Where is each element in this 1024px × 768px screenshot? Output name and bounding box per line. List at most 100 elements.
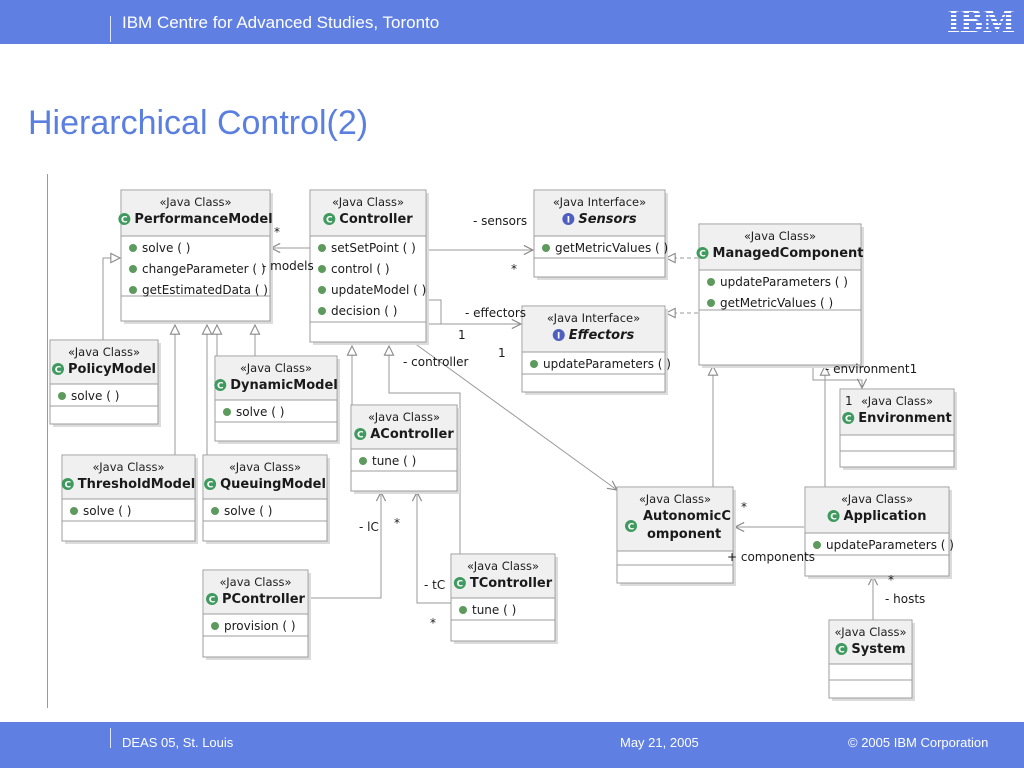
header-title: IBM Centre for Advanced Studies, Toronto	[122, 13, 440, 32]
association-pcontroller-ic	[309, 492, 381, 599]
class-icon	[204, 478, 217, 490]
method-dot	[459, 606, 467, 614]
association-effectors-self	[427, 299, 442, 325]
method-queuing-model-0[interactable]: solve ( )	[224, 504, 272, 518]
class-icon	[842, 412, 855, 424]
class-name: AController	[370, 427, 454, 442]
icon-glyph: I	[557, 332, 560, 342]
label-models: - models	[262, 259, 314, 273]
class-header	[523, 307, 664, 352]
method-acontroller-0[interactable]: tune ( )	[372, 454, 416, 468]
ibm-logo: IBM	[944, 3, 1018, 39]
class-icon	[354, 428, 367, 440]
stereotype-label: «Java Class»	[861, 394, 933, 408]
class-name-cont: omponent	[647, 527, 721, 542]
method-pcontroller-0[interactable]: provision ( )	[224, 619, 296, 633]
method-performance-model-0[interactable]: solve ( )	[142, 241, 190, 255]
class-icon	[206, 593, 219, 605]
icon-glyph: C	[209, 596, 216, 606]
footer-date: May 21, 2005	[620, 735, 699, 750]
stereotype-label: «Java Class»	[240, 361, 312, 375]
class-header	[63, 456, 194, 499]
icon-glyph: C	[121, 216, 128, 226]
icon-glyph: C	[457, 580, 464, 590]
label-ic: - lC	[359, 520, 379, 534]
label-effectors-one-a: 1	[458, 328, 466, 342]
method-dynamic-model-0[interactable]: solve ( )	[236, 405, 284, 419]
label-controller: - controller	[403, 355, 468, 369]
method-dot	[318, 265, 326, 273]
icon-glyph: C	[64, 481, 71, 491]
class-icon	[696, 247, 709, 259]
class-name: ThresholdModel	[78, 477, 195, 492]
label-tc-star: *	[430, 616, 436, 630]
method-dot	[359, 457, 367, 465]
header-separator	[110, 16, 111, 42]
method-application-0[interactable]: updateParameters ( )	[826, 538, 954, 552]
stereotype-label: «Java Class»	[92, 460, 164, 474]
icon-glyph: C	[357, 431, 364, 441]
association-controller	[409, 339, 617, 490]
label-hosts: - hosts	[885, 592, 925, 606]
icon-glyph: C	[699, 250, 706, 260]
stereotype-label: «Java Class»	[639, 492, 711, 506]
method-performance-model-2[interactable]: getEstimatedData ( )	[142, 283, 268, 297]
method-controller-3[interactable]: decision ( )	[331, 304, 397, 318]
class-name: Effectors	[569, 328, 635, 343]
method-effectors-0[interactable]: updateParameters ( )	[543, 357, 671, 371]
association-tcontroller-tc	[417, 492, 451, 604]
stereotype-label: «Java Class»	[841, 492, 913, 506]
method-tcontroller-0[interactable]: tune ( )	[472, 603, 516, 617]
icon-glyph: C	[628, 523, 635, 533]
class-icon	[827, 510, 840, 522]
icon-glyph: C	[207, 481, 214, 491]
method-controller-1[interactable]: control ( )	[331, 262, 390, 276]
method-policy-model-0[interactable]: solve ( )	[71, 389, 119, 403]
stereotype-label: «Java Class»	[467, 559, 539, 573]
class-icon	[61, 478, 74, 490]
class-header	[830, 621, 911, 664]
class-icon	[323, 213, 336, 225]
stereotype-label: «Java Class»	[219, 575, 291, 589]
class-name: PolicyModel	[68, 362, 156, 377]
label-env-one: 1	[845, 394, 853, 408]
label-components: + components	[727, 550, 815, 564]
class-header	[216, 357, 336, 400]
method-performance-model-1[interactable]: changeParameter ( )	[142, 262, 266, 276]
method-dot	[129, 265, 137, 273]
icon-glyph: C	[326, 216, 333, 226]
method-threshold-model-0[interactable]: solve ( )	[83, 504, 131, 518]
method-controller-0[interactable]: setSetPoint ( )	[331, 241, 416, 255]
method-dot	[707, 278, 715, 286]
label-tc: - tC	[424, 578, 445, 592]
method-sensors-0[interactable]: getMetricValues ( )	[555, 241, 668, 255]
class-icon	[835, 643, 848, 655]
method-controller-2[interactable]: updateModel ( )	[331, 283, 426, 297]
stereotype-label: «Java Class»	[229, 460, 301, 474]
footer-bar	[0, 722, 1024, 768]
label-components-star: *	[741, 500, 747, 514]
footer-copyright: © 2005 IBM Corporation	[848, 735, 989, 750]
method-managed-component-1[interactable]: getMetricValues ( )	[720, 296, 833, 310]
class-name: Sensors	[578, 212, 637, 227]
method-managed-component-0[interactable]: updateParameters ( )	[720, 275, 848, 289]
slide-title: Hierarchical Control(2)	[28, 104, 369, 142]
class-threshold-model[interactable]: «Java Class» C ThresholdModel solve ( )	[61, 454, 198, 544]
class-header	[618, 488, 732, 551]
